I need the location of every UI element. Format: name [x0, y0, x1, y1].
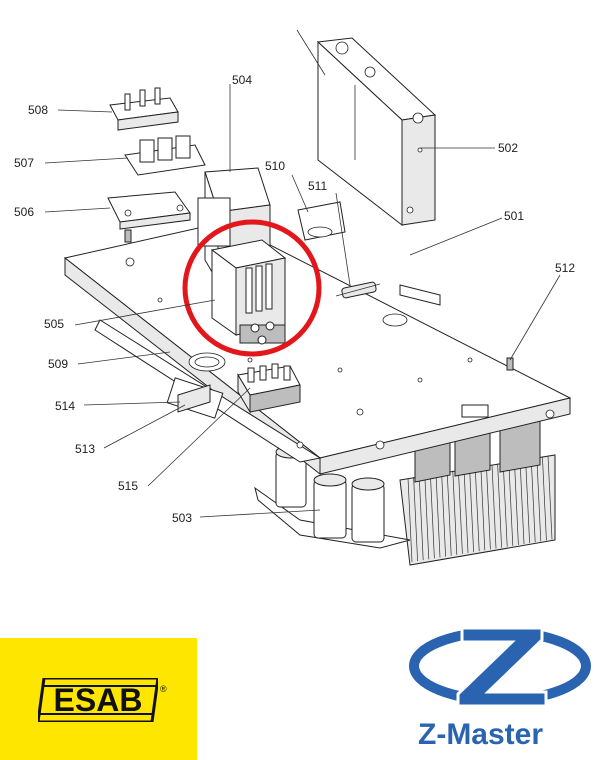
- heatsink-fin: [486, 465, 491, 550]
- standoff-512: [506, 357, 514, 371]
- heatsink-fin: [458, 469, 463, 554]
- heatsink-fin: [491, 464, 497, 549]
- heatsink-fin: [474, 467, 480, 552]
- zmaster-z-emblem: [409, 626, 591, 708]
- heatsink-fin: [418, 476, 424, 561]
- heatsink-fin: [542, 456, 547, 541]
- label-508: 508: [28, 103, 48, 117]
- label-512: 512: [555, 261, 575, 275]
- heatsink-fin: [530, 458, 536, 543]
- heatsink-fin: [469, 468, 474, 553]
- label-502: 502: [498, 141, 518, 155]
- heatsink-fin: [452, 470, 458, 555]
- heatsink-fin: [514, 460, 519, 545]
- heatsink-fin: [435, 473, 441, 558]
- label-501: 501: [504, 209, 524, 223]
- resistor-511: [335, 281, 381, 299]
- plate-506: [107, 191, 191, 243]
- label-513: 513: [75, 442, 95, 456]
- heatsink-fin: [480, 466, 486, 551]
- capacitor-bank: [254, 445, 411, 549]
- label-515: 515: [118, 479, 138, 493]
- heatsink-fin: [441, 472, 446, 557]
- label-507: 507: [14, 156, 34, 170]
- label-504: 504: [232, 73, 252, 87]
- label-505: 505: [44, 317, 64, 331]
- esab-registered-mark: ®: [160, 684, 167, 694]
- leader-lines: [44, 29, 561, 518]
- heatsink-fin: [407, 477, 413, 563]
- zmaster-logo-text: Z-Master: [418, 718, 544, 751]
- heatsink-fin: [446, 471, 452, 556]
- esab-logo-text: ESAB: [53, 682, 143, 718]
- label-506: 506: [14, 205, 34, 219]
- label-509: 509: [48, 357, 68, 371]
- heatsink-fin: [502, 462, 508, 547]
- terminal-plate-514: [177, 384, 211, 413]
- terminal-508: [109, 87, 179, 131]
- heatsink-fin: [525, 459, 530, 544]
- heatsink-fin: [463, 468, 469, 554]
- heatsink-fin: [497, 463, 502, 548]
- board-507: [124, 135, 206, 176]
- label-510: 510: [265, 159, 285, 173]
- bracket-510: [297, 201, 346, 241]
- heatsink-fin: [413, 477, 418, 562]
- side-frame: [316, 37, 437, 227]
- heatsink-fin: [430, 474, 435, 559]
- base-plate: [63, 221, 572, 476]
- esab-logo-frame: [38, 678, 158, 722]
- heatsink-fin: [536, 457, 542, 542]
- callout-labels: 504 508 507 506 502 510 511 501 512 505 …: [14, 73, 575, 525]
- esab-logo: ESAB ®: [0, 638, 197, 760]
- contactor: [210, 239, 287, 345]
- zmaster-logo: Z-Master: [400, 612, 600, 760]
- heatsink-fin: [547, 455, 553, 540]
- label-514: 514: [55, 399, 75, 413]
- parts-exploded-diagram: 504 508 507 506 502 510 511 501 512 505 …: [14, 29, 575, 566]
- label-511: 511: [308, 179, 327, 193]
- heatsink-fin: [424, 475, 430, 560]
- highlight-circle: [182, 219, 322, 357]
- terminal-block-515: [237, 363, 301, 414]
- heatsink-fin: [519, 459, 525, 545]
- label-503: 503: [172, 511, 192, 525]
- heatsink-fin: [508, 461, 514, 546]
